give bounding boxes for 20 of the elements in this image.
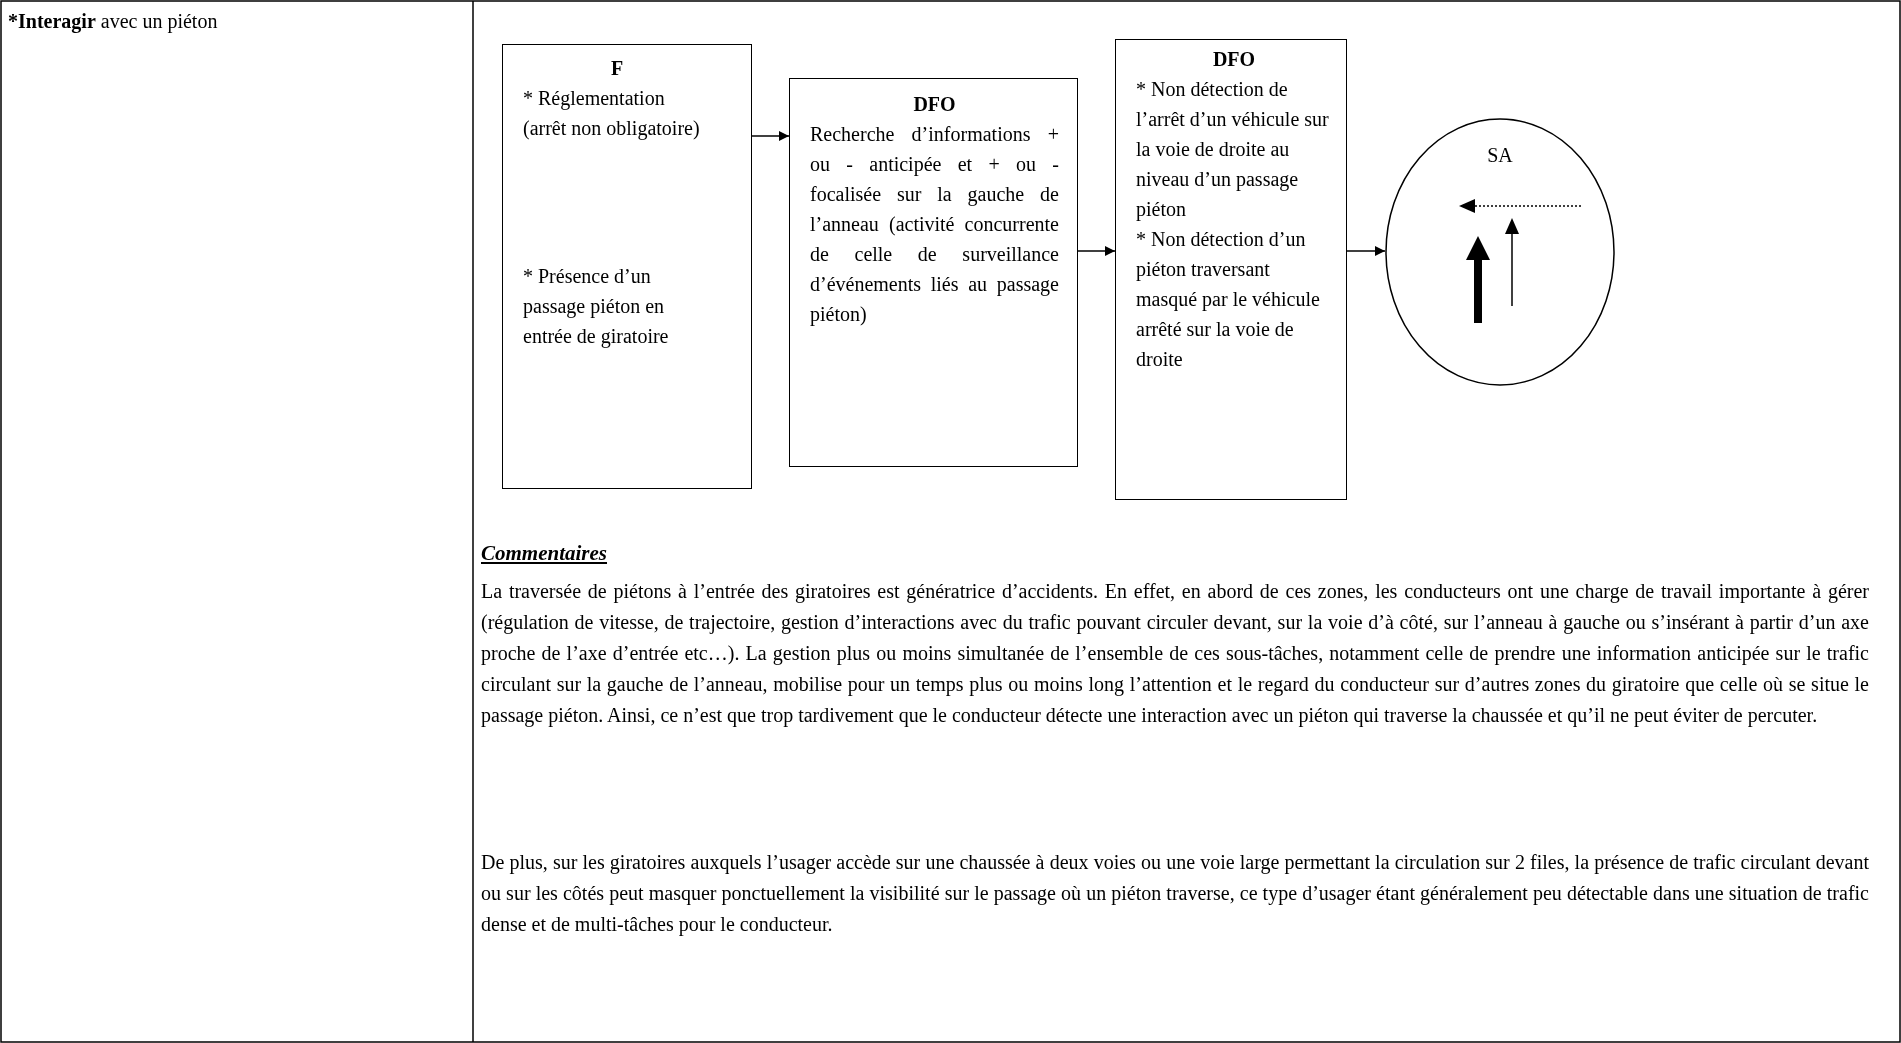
node-text: * Non détection de l’arrêt d’un véhicule sur la voie de droite au niveau d’un passage piéton (1136, 77, 1330, 223)
arrow (1346, 246, 1386, 256)
arrow (1077, 246, 1116, 256)
text-box (502, 44, 752, 489)
node-text: * Non détection d’un piéton traversant masqué par le véhicule arrêté sur la voie de droite (1136, 227, 1321, 372)
text-box (789, 78, 1078, 467)
box-heading: F (609, 56, 625, 81)
arrow (751, 131, 790, 141)
node-label: SA (1486, 143, 1514, 168)
box-heading: DFO (912, 92, 957, 117)
ellipse-node (1385, 118, 1615, 386)
node-text: Recherche d’informations + ou - anticipée et + ou - focalisée sur la gauche de l’anneau (activité concurrente de celle de surveillance d’événements liés au passage piéton) (810, 122, 1059, 328)
row-heading: *Interagir avec un piéton (8, 9, 219, 35)
node-text: * Réglementation (arrêt non obligatoire) (523, 86, 701, 142)
section-heading: Commentaires (481, 540, 607, 567)
text-box (1115, 39, 1347, 500)
comment-paragraph: De plus, sur les giratoires auxquels l’usager accède sur une chaussée à deux voies ou une voie large permettant la circulation sur 2 files, la présence de trafic circulant devant ou sur les côtés peut masquer ponctuellement la visibilité sur le passage où un piéton traverse, ce type d’usager étant généralement peu détectable dans une situation de trafic dense et de multi-tâches pour le conducteur. (481, 850, 1869, 938)
box-heading: DFO (1211, 47, 1257, 72)
node-text: * Présence d’un passage piéton en entrée de giratoire (523, 264, 670, 350)
comment-paragraph: La traversée de piétons à l’entrée des giratoires est génératrice d’accidents. En effet, en abord de ces zones, les conducteurs ont une charge de travail importante à gérer (régulation de vitesse, de trajectoire, gestion d’interactions avec du trafic pouvant circuler devant, sur la voie d’à côté, sur l’anneau à gauche ou s’insérant à partir d’un axe proche de l’axe d’entrée etc…). La gestion plus ou moins simultanée de l’ensemble de ces sous-tâches, notamment celle de prendre une information anticipée sur le trafic circulant sur la gauche de l’anneau, mobilise pour un temps plus ou moins long l’attention et le regard du conducteur sur d’autres zones du giratoire que celle où se situe le passage piéton. Ainsi, ce n’est que trop tardivement que le conducteur détecte une interaction avec un piéton qui traverse la chaussée et qu’il ne peut éviter de percuter. (481, 579, 1869, 729)
